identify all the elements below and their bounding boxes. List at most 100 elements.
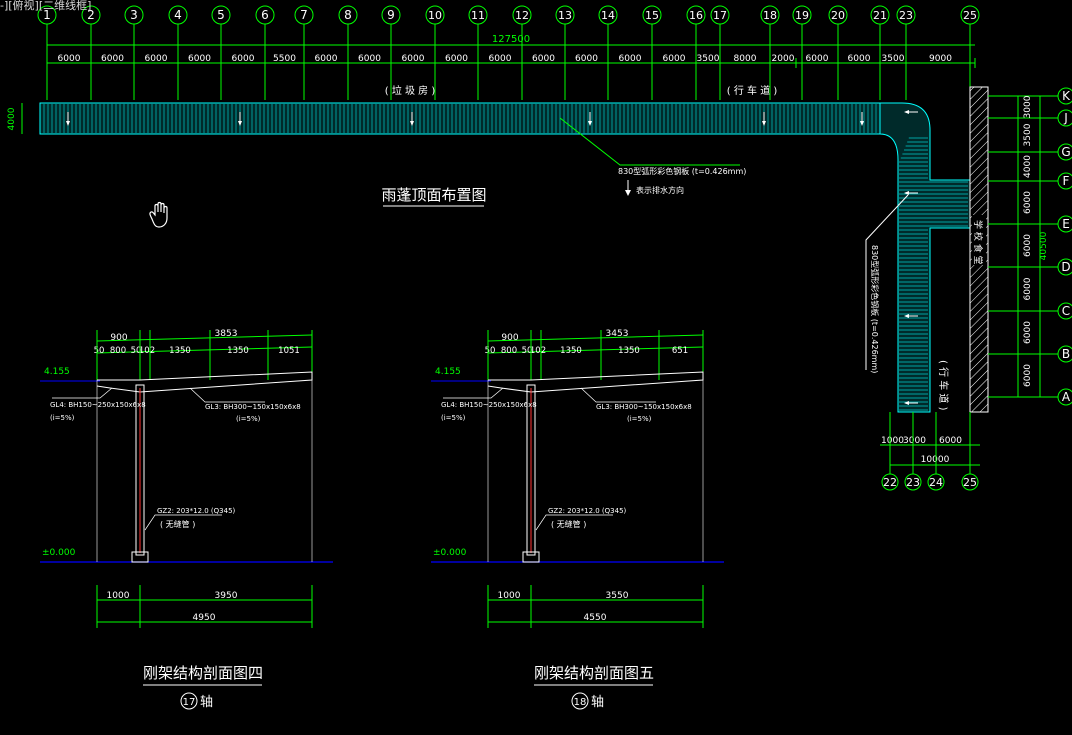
drainage-legend-note: 表示排水方向	[636, 185, 684, 195]
frame-beam	[96, 371, 313, 393]
svg-text:24: 24	[929, 476, 943, 489]
elevation-bottom: ±0.000	[433, 548, 467, 558]
axis-bubble-18: 18	[760, 5, 780, 25]
top-total-dim: 900	[110, 333, 127, 343]
row2-dim: 1350	[227, 346, 249, 356]
axis-bubble-D: D	[1057, 258, 1072, 276]
axis-bubble-6: 6	[255, 5, 275, 25]
row2-dim: 50	[131, 346, 142, 356]
column-label: GZ2: 203*12.0 (Q345)	[157, 507, 236, 515]
svg-text:15: 15	[645, 9, 659, 22]
right-axis-column: KJGFEDCBA3000350040006000600060006000600…	[988, 87, 1072, 406]
axis-suffix: 轴	[200, 695, 213, 710]
right-dimension-value: 6000	[1023, 234, 1033, 257]
svg-text:21: 21	[873, 9, 887, 22]
roof-rib-lines	[43, 104, 881, 133]
top-dimension-value: 6000	[315, 54, 338, 64]
svg-text:25: 25	[963, 9, 977, 22]
svg-text:10: 10	[428, 9, 442, 22]
axis-bubble-1: 1	[37, 5, 57, 25]
bottom-dim-b: 3550	[606, 591, 629, 601]
canopy-corner-and-vertical-strip	[879, 102, 971, 413]
plan-title: 雨蓬顶面布置图	[381, 186, 486, 204]
column-leader	[144, 514, 222, 531]
axis-bubble-B: B	[1057, 345, 1072, 363]
axis-bubble-8: 8	[338, 5, 358, 25]
svg-text:25: 25	[963, 476, 977, 489]
bottom-dim-b: 3950	[215, 591, 238, 601]
steel-column	[526, 384, 536, 556]
axis-bubble-7: 7	[294, 5, 314, 25]
top-dimension-value: 9000	[929, 54, 952, 64]
elevation-top: 4.155	[44, 367, 70, 377]
top-dimension-value: 8000	[734, 54, 757, 64]
viewport-control-label[interactable]: -][俯视][二维线框]	[0, 0, 92, 12]
section-title: 刚架结构剖面图五	[534, 664, 654, 682]
bottom-dimension-value: 1000	[881, 436, 904, 446]
column-note: ( 无缝管 )	[551, 519, 586, 529]
svg-text:19: 19	[795, 9, 809, 22]
beam-right-leader	[580, 387, 656, 403]
axis-bubble-9: 9	[381, 5, 401, 25]
svg-text:20: 20	[831, 9, 845, 22]
svg-text:J: J	[1063, 111, 1068, 125]
row2-dim: 50	[94, 346, 105, 356]
svg-text:B: B	[1062, 347, 1070, 361]
axis-bubble-E: E	[1057, 215, 1072, 233]
svg-text:D: D	[1061, 260, 1070, 274]
row2-dim: 102	[530, 346, 546, 356]
svg-text:E: E	[1062, 217, 1070, 231]
beam-left-slope: (i=5%)	[441, 414, 466, 422]
svg-text:G: G	[1061, 145, 1070, 159]
garbage-room-label: ( 垃 圾 房 )	[385, 84, 436, 97]
svg-text:16: 16	[689, 9, 703, 22]
svg-text:17: 17	[183, 697, 196, 708]
roof-note-leader	[559, 117, 740, 166]
right-dimension-value: 3000	[1023, 95, 1033, 118]
axis-bubble-21: 21	[870, 5, 890, 25]
axis-bubble-13: 13	[555, 5, 575, 25]
right-dimension-value: 6000	[1023, 277, 1033, 300]
row2-dim: 800	[501, 346, 517, 356]
beam-right-leader	[189, 387, 265, 403]
svg-text:K: K	[1062, 89, 1071, 103]
svg-text:23: 23	[906, 476, 920, 489]
axis-bubble-25: 25	[960, 5, 980, 25]
vertical-note-leader	[865, 194, 909, 370]
column-note: ( 无缝管 )	[160, 519, 195, 529]
axis-bubble-22: 22	[881, 473, 899, 491]
axis-bubble-G: G	[1057, 143, 1072, 161]
beam-left-leader	[443, 387, 504, 399]
svg-text:F: F	[1063, 174, 1070, 188]
bottom-dim-total: 4550	[584, 613, 607, 623]
beam-right-label: GL3: BH300~150x150x6x8	[205, 403, 301, 411]
top-dimension-value: 6000	[445, 54, 468, 64]
svg-text:1: 1	[43, 8, 51, 22]
top-dimension-value: 6000	[619, 54, 642, 64]
svg-text:23: 23	[899, 9, 913, 22]
drain-legend-arrowhead	[625, 190, 631, 196]
bottom-total-value: 10000	[921, 455, 950, 465]
axis-bubble-2: 2	[81, 5, 101, 25]
canopy-roof-strip	[39, 102, 903, 135]
top-span-dim: 3453	[606, 329, 629, 339]
row2-dim: 50	[522, 346, 533, 356]
top-dimension-value: 6000	[145, 54, 168, 64]
axis-suffix: 轴	[591, 695, 604, 710]
axis-bubble-25: 25	[961, 473, 979, 491]
axis-bubble-J: J	[1057, 109, 1072, 127]
axis-bubble-5: 5	[211, 5, 231, 25]
axis-reference-bubble: 18	[571, 692, 589, 710]
svg-text:12: 12	[515, 9, 529, 22]
bottom-dim-a: 1000	[498, 591, 521, 601]
top-dimension-value: 6000	[663, 54, 686, 64]
axis-bubble-F: F	[1057, 172, 1072, 190]
row2-dim: 800	[110, 346, 126, 356]
